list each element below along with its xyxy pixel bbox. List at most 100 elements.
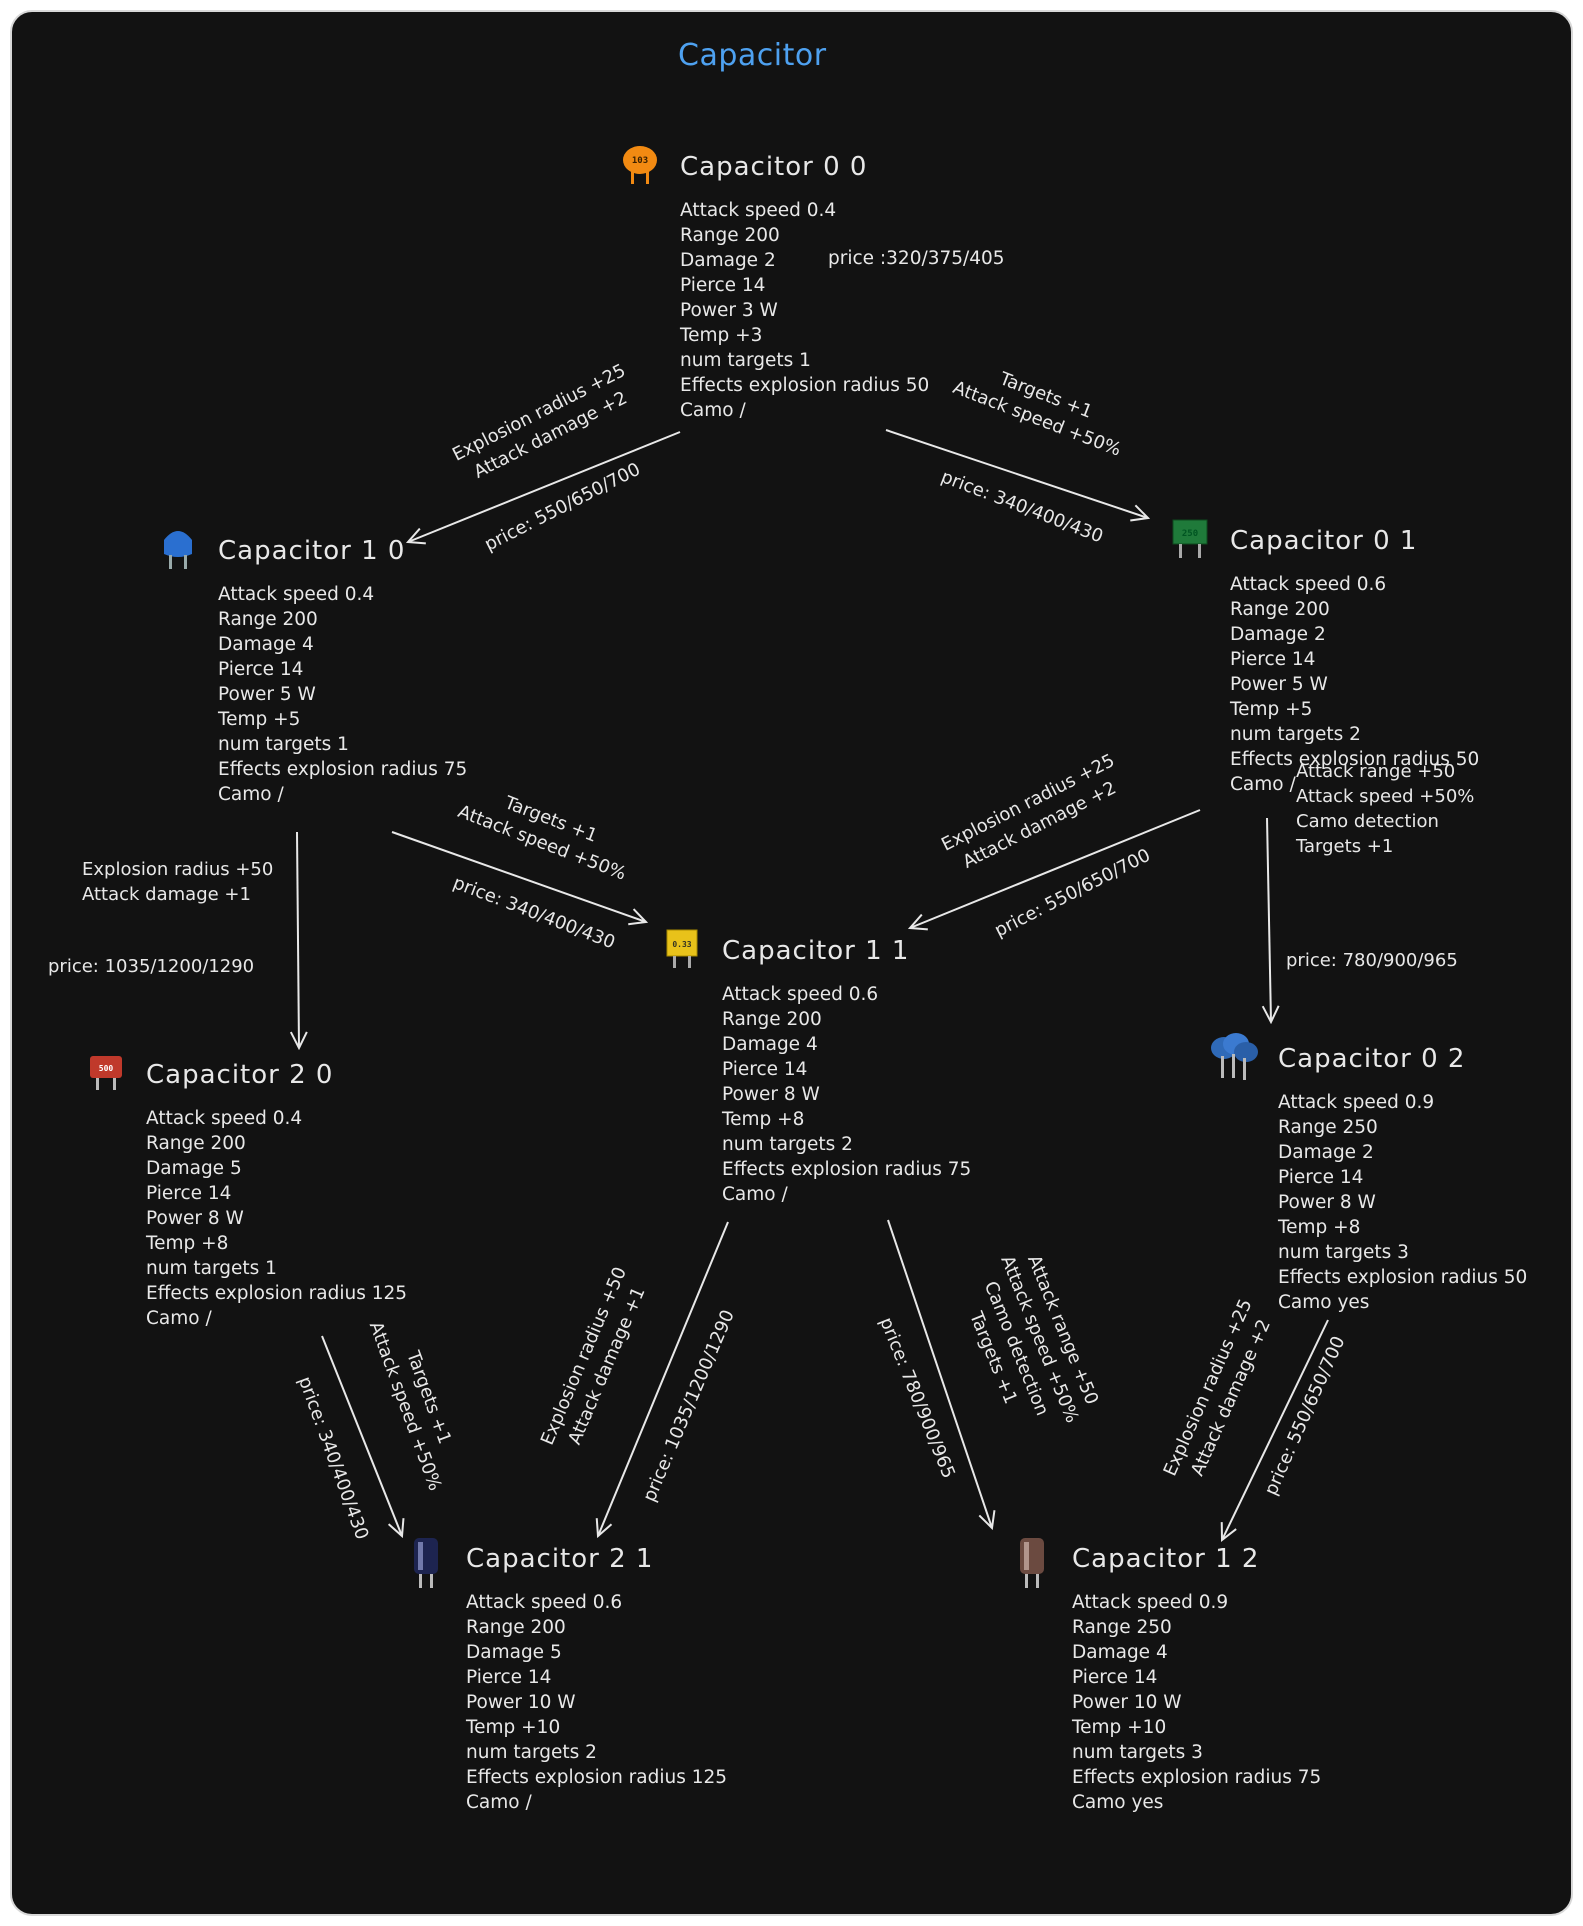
arrow-e00_01: [885, 429, 1148, 518]
stat-line: Pierce 14: [722, 1059, 808, 1080]
arrow-e02_12: [1222, 1319, 1329, 1540]
icon-marking: 500: [99, 1064, 114, 1073]
stat-line: Attack speed 0.6: [1230, 574, 1387, 595]
stat-line: Range 200: [146, 1133, 246, 1154]
stat-line: num targets 2: [466, 1742, 597, 1763]
node-title: Capacitor 1 2: [1072, 1544, 1260, 1574]
stat-line: Range 200: [466, 1617, 566, 1638]
stat-line: Temp +10: [1072, 1717, 1167, 1738]
icon-marking: 250: [1182, 529, 1198, 539]
arrow-e11_12: [887, 1219, 992, 1528]
stat-line: Pierce 14: [1278, 1167, 1364, 1188]
upgrade-line: Attack range +50: [1296, 761, 1455, 782]
base-price: price :320/375/405: [828, 248, 1005, 269]
stat-line: Damage 2: [1278, 1142, 1374, 1163]
stat-line: Temp +3: [680, 325, 763, 346]
stat-line: Attack speed 0.6: [722, 984, 879, 1005]
orange-ceramic-capacitor-icon: 103: [620, 142, 660, 186]
stat-line: Camo yes: [1072, 1792, 1164, 1813]
edge-price-label: price: 340/400/430: [938, 466, 1106, 547]
blue-ceramic-capacitor-icon: [158, 526, 198, 570]
stat-line: Damage 4: [1072, 1642, 1168, 1663]
stat-line: Pierce 14: [680, 275, 766, 296]
node-title: Capacitor 1 1: [722, 936, 910, 966]
stat-line: Pierce 14: [466, 1667, 552, 1688]
edge-price-label: price: 340/400/430: [294, 1374, 372, 1543]
node-title: Capacitor 2 1: [466, 1544, 654, 1574]
stat-line: Range 250: [1072, 1617, 1172, 1638]
diagram-title: Capacitor: [678, 38, 827, 73]
upgrade-line: Explosion radius +50: [82, 859, 273, 880]
brown-electrolytic-capacitor-icon: [1012, 1534, 1052, 1588]
stat-line: Range 250: [1278, 1117, 1378, 1138]
upgrade-line: Camo detection: [1296, 811, 1439, 832]
navy-electrolytic-capacitor-icon: [406, 1534, 446, 1588]
stat-line: Camo /: [1230, 774, 1296, 795]
stat-line: Pierce 14: [1230, 649, 1316, 670]
upgrade-line: Targets +1: [1295, 836, 1393, 857]
stat-line: Power 10 W: [466, 1692, 576, 1713]
node-title: Capacitor 0 2: [1278, 1044, 1466, 1074]
stat-line: num targets 2: [722, 1134, 853, 1155]
stat-line: Attack speed 0.9: [1278, 1092, 1435, 1113]
stat-line: Pierce 14: [218, 659, 304, 680]
stat-line: Attack speed 0.6: [466, 1592, 623, 1613]
edge-price-label: price: 550/650/700: [1260, 1333, 1349, 1498]
edge-price-label: price: 780/900/965: [875, 1314, 959, 1481]
stat-line: Attack speed 0.4: [680, 200, 837, 221]
upgrade-line: Attack speed +50%: [1296, 786, 1474, 807]
stat-line: num targets 1: [680, 350, 811, 371]
arrow-e10_20: [297, 831, 299, 1048]
stat-line: Power 10 W: [1072, 1692, 1182, 1713]
stat-line: Pierce 14: [1072, 1667, 1158, 1688]
stat-line: Effects explosion radius 125: [146, 1283, 408, 1304]
stat-line: Camo /: [218, 784, 284, 805]
stat-line: num targets 1: [218, 734, 349, 755]
arrow-e11_21: [598, 1221, 729, 1536]
stat-line: Power 8 W: [146, 1208, 244, 1229]
stat-line: Range 200: [1230, 599, 1330, 620]
node-title: Capacitor 2 0: [146, 1060, 334, 1090]
diagram-frame: [10, 10, 1573, 1916]
stat-line: Temp +8: [1278, 1217, 1361, 1238]
stat-line: Power 8 W: [722, 1084, 820, 1105]
stat-line: Power 8 W: [1278, 1192, 1376, 1213]
stat-line: Temp +10: [466, 1717, 561, 1738]
arrow-e01_02: [1267, 817, 1271, 1022]
edge-price-label: price: 780/900/965: [1286, 950, 1458, 971]
stat-line: Camo /: [146, 1308, 212, 1329]
edge-price-label: price: 340/400/430: [450, 872, 618, 953]
stat-line: Effects explosion radius 75: [1072, 1767, 1322, 1788]
edge-price-label: price: 1035/1200/1290: [48, 956, 254, 977]
stat-line: Pierce 14: [146, 1183, 232, 1204]
arrow-e01_11: [910, 809, 1201, 928]
stat-line: Damage 2: [1230, 624, 1326, 645]
stat-line: Power 3 W: [680, 300, 778, 321]
yellow-box-capacitor-icon: 0.33: [662, 926, 702, 970]
stat-line: num targets 3: [1072, 1742, 1203, 1763]
stat-line: Effects explosion radius 50: [1230, 749, 1480, 770]
icon-marking: 103: [632, 156, 648, 166]
red-box-capacitor-icon: 500: [86, 1050, 126, 1094]
stat-line: Power 5 W: [218, 684, 316, 705]
stat-line: Temp +8: [146, 1233, 229, 1254]
stat-line: Damage 5: [466, 1642, 562, 1663]
edge-price-label: price: 550/650/700: [991, 845, 1154, 942]
stat-line: Effects explosion radius 75: [722, 1159, 972, 1180]
